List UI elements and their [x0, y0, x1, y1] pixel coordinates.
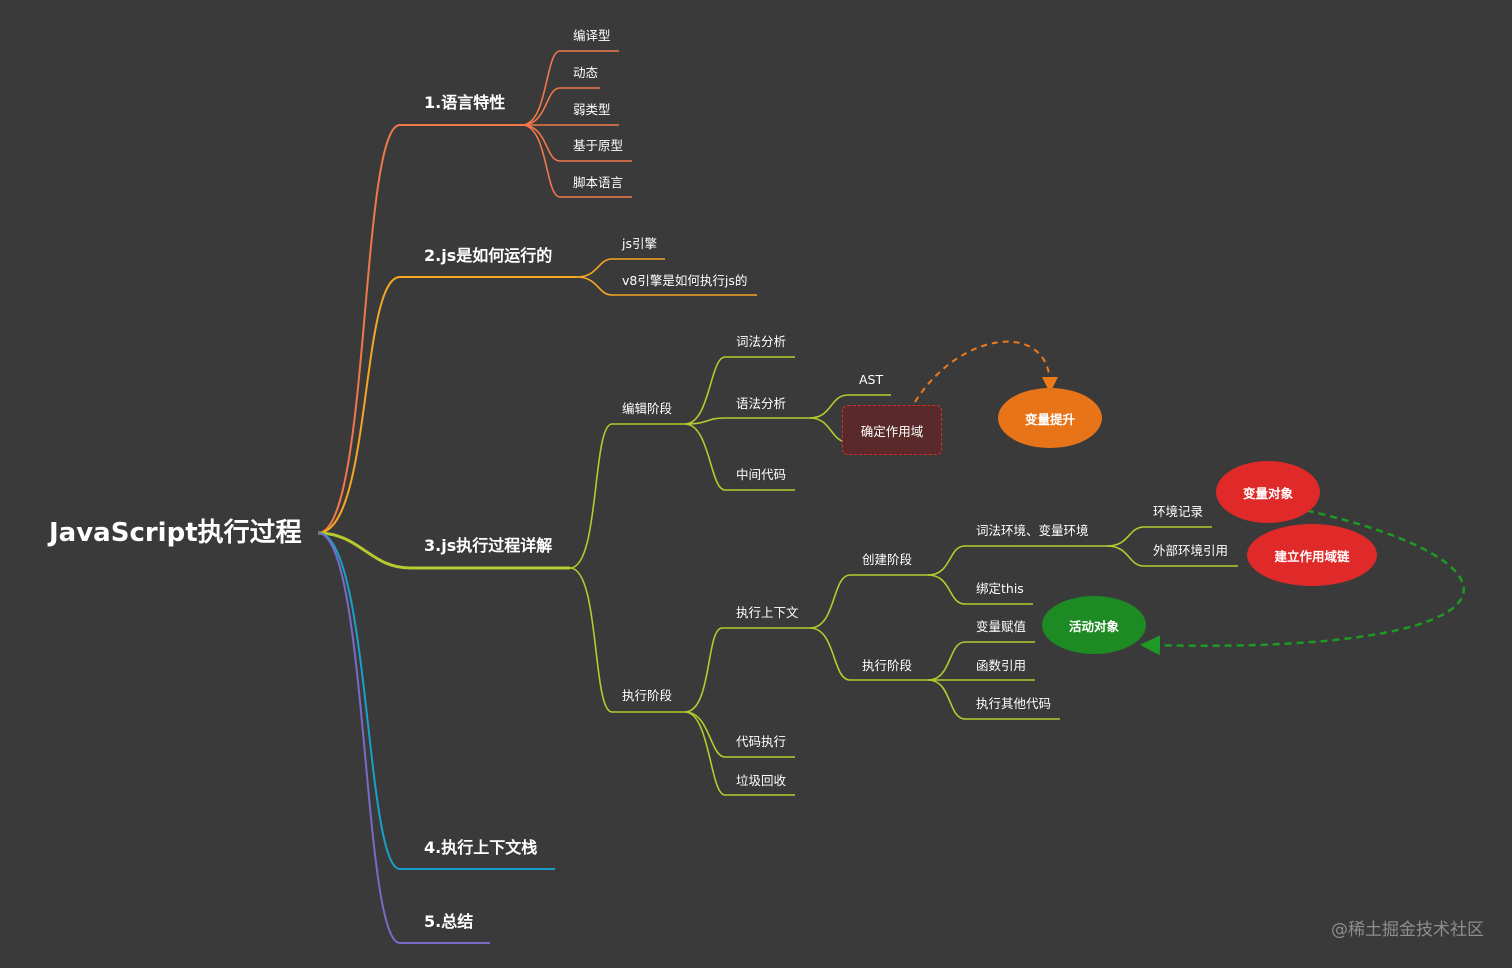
node-bind-this: 绑定this — [976, 581, 1024, 596]
section-1-title: 1.语言特性 — [424, 93, 506, 112]
section-2-title: 2.js是如何运行的 — [424, 246, 553, 265]
node-outer-env-reference: 外部环境引用 — [1153, 543, 1229, 558]
node-determine-scope: 确定作用域 — [842, 405, 942, 455]
node-compile-phase: 编辑阶段 — [622, 401, 673, 416]
node-compiled: 编译型 — [573, 28, 611, 43]
bubble-activation-object: 活动对象 — [1042, 596, 1146, 654]
watermark: @稀土掘金技术社区 — [1331, 920, 1484, 940]
node-execution-phase: 执行阶段 — [622, 688, 673, 703]
node-execute-other-code: 执行其他代码 — [976, 696, 1052, 711]
bubble-variable-hoisting: 变量提升 — [998, 388, 1102, 448]
node-v8-execution: v8引擎是如何执行js的 — [622, 273, 748, 288]
node-script-language: 脚本语言 — [573, 175, 624, 190]
root-topic: JavaScript执行过程 — [49, 518, 302, 548]
section-5-title: 5.总结 — [424, 912, 474, 931]
node-prototype-based: 基于原型 — [573, 138, 624, 153]
node-weak-typing: 弱类型 — [573, 102, 611, 117]
node-dynamic: 动态 — [573, 65, 599, 80]
node-variable-assignment: 变量赋值 — [976, 619, 1027, 634]
node-lexical-variable-env: 词法环境、变量环境 — [976, 523, 1089, 538]
node-code-execution: 代码执行 — [736, 734, 787, 749]
node-garbage-collection: 垃圾回收 — [736, 773, 787, 788]
section-3-title: 3.js执行过程详解 — [424, 536, 553, 555]
node-execution-stage: 执行阶段 — [862, 658, 913, 673]
node-environment-record: 环境记录 — [1153, 504, 1204, 519]
node-ast: AST — [859, 372, 884, 387]
node-function-reference: 函数引用 — [976, 658, 1027, 673]
section-4-title: 4.执行上下文栈 — [424, 838, 538, 857]
bubble-variable-object: 变量对象 — [1216, 461, 1320, 523]
node-js-engine: js引擎 — [622, 236, 657, 251]
node-intermediate-code: 中间代码 — [736, 467, 787, 482]
node-execution-context: 执行上下文 — [736, 605, 799, 620]
node-creation-stage: 创建阶段 — [862, 552, 913, 567]
bubble-scope-chain: 建立作用域链 — [1247, 524, 1377, 586]
node-syntax-analysis: 语法分析 — [736, 396, 787, 411]
node-lexical-analysis: 词法分析 — [736, 334, 787, 349]
